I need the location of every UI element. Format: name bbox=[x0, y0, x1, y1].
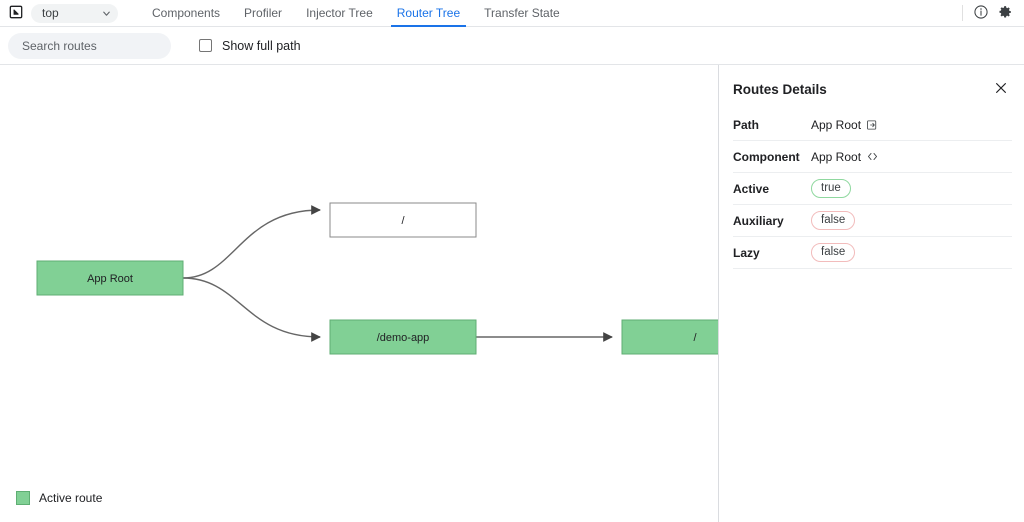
inspect-element-button[interactable] bbox=[5, 3, 27, 23]
graph-node-slash-child-box[interactable] bbox=[621, 319, 718, 355]
detail-value-component-text: App Root bbox=[811, 149, 862, 164]
graph-node-slash-child[interactable]: / bbox=[621, 319, 718, 355]
settings-button[interactable] bbox=[993, 2, 1017, 24]
tab-transfer-state-label: Transfer State bbox=[484, 6, 560, 20]
detail-row-active: Active true bbox=[733, 173, 1012, 205]
frame-selector-value: top bbox=[42, 6, 59, 20]
detail-key-path: Path bbox=[733, 117, 760, 132]
tab-components-label: Components bbox=[152, 6, 221, 20]
graph-edges bbox=[182, 205, 613, 342]
frame-selector[interactable]: top bbox=[31, 3, 118, 23]
tab-profiler-label: Profiler bbox=[244, 6, 283, 20]
search-routes-input[interactable] bbox=[8, 32, 171, 59]
routes-details-header: Routes Details bbox=[733, 65, 1012, 109]
routes-details-panel: Routes Details Path App Root Component A… bbox=[719, 65, 1024, 522]
detail-row-path: Path App Root bbox=[733, 109, 1012, 141]
graph-node-demo-app-box[interactable] bbox=[329, 319, 477, 355]
tab-injector-tree[interactable]: Injector Tree bbox=[294, 0, 385, 27]
graph-node-slash-root-label: / bbox=[401, 215, 405, 227]
code-brackets-icon[interactable] bbox=[866, 150, 879, 163]
open-in-new-icon[interactable] bbox=[866, 119, 878, 131]
detail-value-active-chip: true bbox=[811, 179, 851, 198]
detail-row-auxiliary: Auxiliary false bbox=[733, 205, 1012, 237]
tab-injector-tree-label: Injector Tree bbox=[306, 6, 373, 20]
tab-router-tree[interactable]: Router Tree bbox=[385, 0, 472, 27]
tab-profiler[interactable]: Profiler bbox=[232, 0, 294, 27]
detail-key-lazy: Lazy bbox=[733, 245, 760, 260]
detail-key-active: Active bbox=[733, 181, 770, 196]
close-icon bbox=[994, 81, 1008, 98]
main-tabs: Components Profiler Injector Tree Router… bbox=[140, 0, 572, 27]
devtools-toolbar: top Components Profiler Injector Tree Ro… bbox=[0, 0, 1024, 27]
inspect-element-icon bbox=[9, 5, 23, 22]
detail-key-auxiliary: Auxiliary bbox=[733, 213, 784, 228]
detail-value-path-text: App Root bbox=[811, 117, 862, 132]
legend-active-route-swatch bbox=[16, 491, 30, 505]
chevron-down-icon bbox=[101, 8, 112, 19]
filter-bar: Show full path bbox=[0, 27, 1024, 65]
info-button[interactable] bbox=[969, 2, 993, 24]
detail-value-path: App Root bbox=[811, 118, 878, 132]
graph-node-slash-root-box[interactable] bbox=[329, 202, 477, 238]
show-full-path-checkbox[interactable] bbox=[199, 39, 212, 52]
graph-node-app-root-box[interactable] bbox=[36, 260, 184, 296]
edge-app-root-to-demo-app bbox=[182, 277, 321, 342]
info-icon bbox=[973, 4, 989, 23]
graph-node-slash-root[interactable]: / bbox=[329, 202, 477, 238]
router-tree-svg: App Root / /demo-app / bbox=[36, 202, 718, 355]
detail-row-lazy: Lazy false bbox=[733, 237, 1012, 269]
detail-value-lazy-chip: false bbox=[811, 243, 856, 262]
toolbar-separator bbox=[962, 5, 963, 21]
graph-node-slash-child-label: / bbox=[693, 332, 697, 344]
close-details-button[interactable] bbox=[990, 78, 1012, 100]
graph-node-app-root-label: App Root bbox=[87, 273, 133, 285]
edge-app-root-to-slash bbox=[182, 205, 321, 279]
tab-router-tree-label: Router Tree bbox=[396, 6, 461, 20]
detail-value-auxiliary-chip: false bbox=[811, 211, 856, 230]
graph-node-app-root[interactable]: App Root bbox=[36, 260, 184, 296]
show-full-path-label: Show full path bbox=[222, 38, 301, 53]
tab-transfer-state[interactable]: Transfer State bbox=[472, 0, 572, 27]
show-full-path-control[interactable]: Show full path bbox=[199, 39, 301, 53]
toolbar-actions bbox=[960, 0, 1024, 27]
legend-active-route-label: Active route bbox=[39, 491, 103, 505]
detail-key-component: Component bbox=[733, 149, 800, 164]
detail-row-component: Component App Root bbox=[733, 141, 1012, 173]
graph-legend: Active route bbox=[16, 491, 102, 505]
tab-components[interactable]: Components bbox=[140, 0, 232, 27]
gear-icon bbox=[997, 4, 1013, 23]
routes-details-title: Routes Details bbox=[733, 81, 827, 97]
panel-divider[interactable] bbox=[718, 65, 719, 522]
router-tree-graph[interactable]: App Root / /demo-app / Active route bbox=[0, 65, 718, 522]
graph-node-demo-app[interactable]: /demo-app bbox=[329, 319, 477, 355]
graph-node-demo-app-label: /demo-app bbox=[377, 332, 430, 344]
detail-value-component: App Root bbox=[811, 150, 879, 164]
